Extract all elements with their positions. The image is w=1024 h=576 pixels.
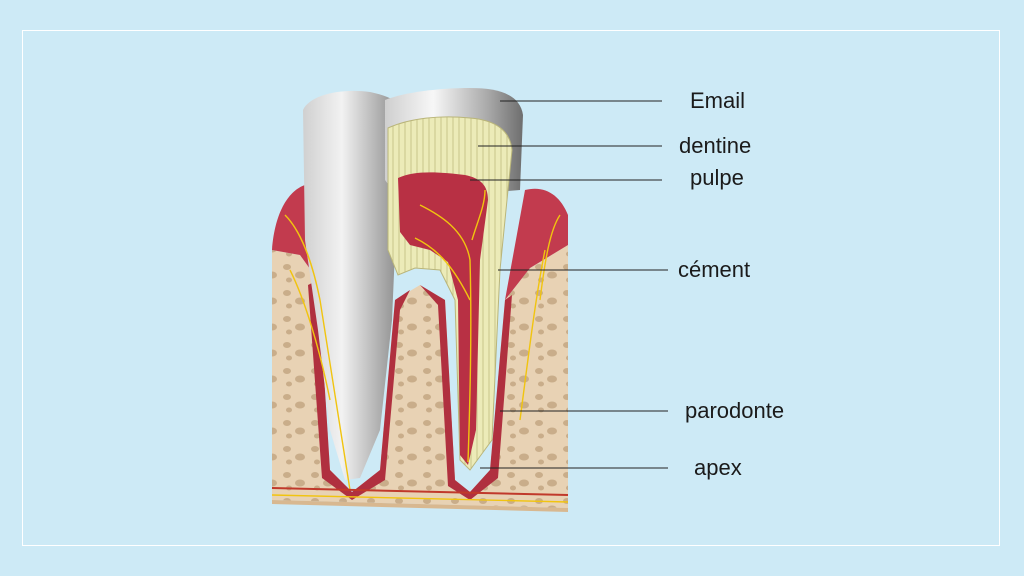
- leader-lines: [470, 100, 668, 469]
- label-apex: apex: [694, 455, 742, 480]
- diagram-frame: [22, 30, 1000, 546]
- label-email: Email: [690, 88, 746, 113]
- label-pulpe: pulpe: [690, 165, 744, 190]
- tooth-outer-surface: [303, 90, 400, 480]
- label-parodonte: parodonte: [685, 398, 785, 423]
- label-dentine: dentine: [679, 133, 752, 158]
- nerve-fibers: [271, 189, 569, 503]
- blood-vessel: [271, 487, 569, 496]
- label-cement: cément: [678, 257, 751, 282]
